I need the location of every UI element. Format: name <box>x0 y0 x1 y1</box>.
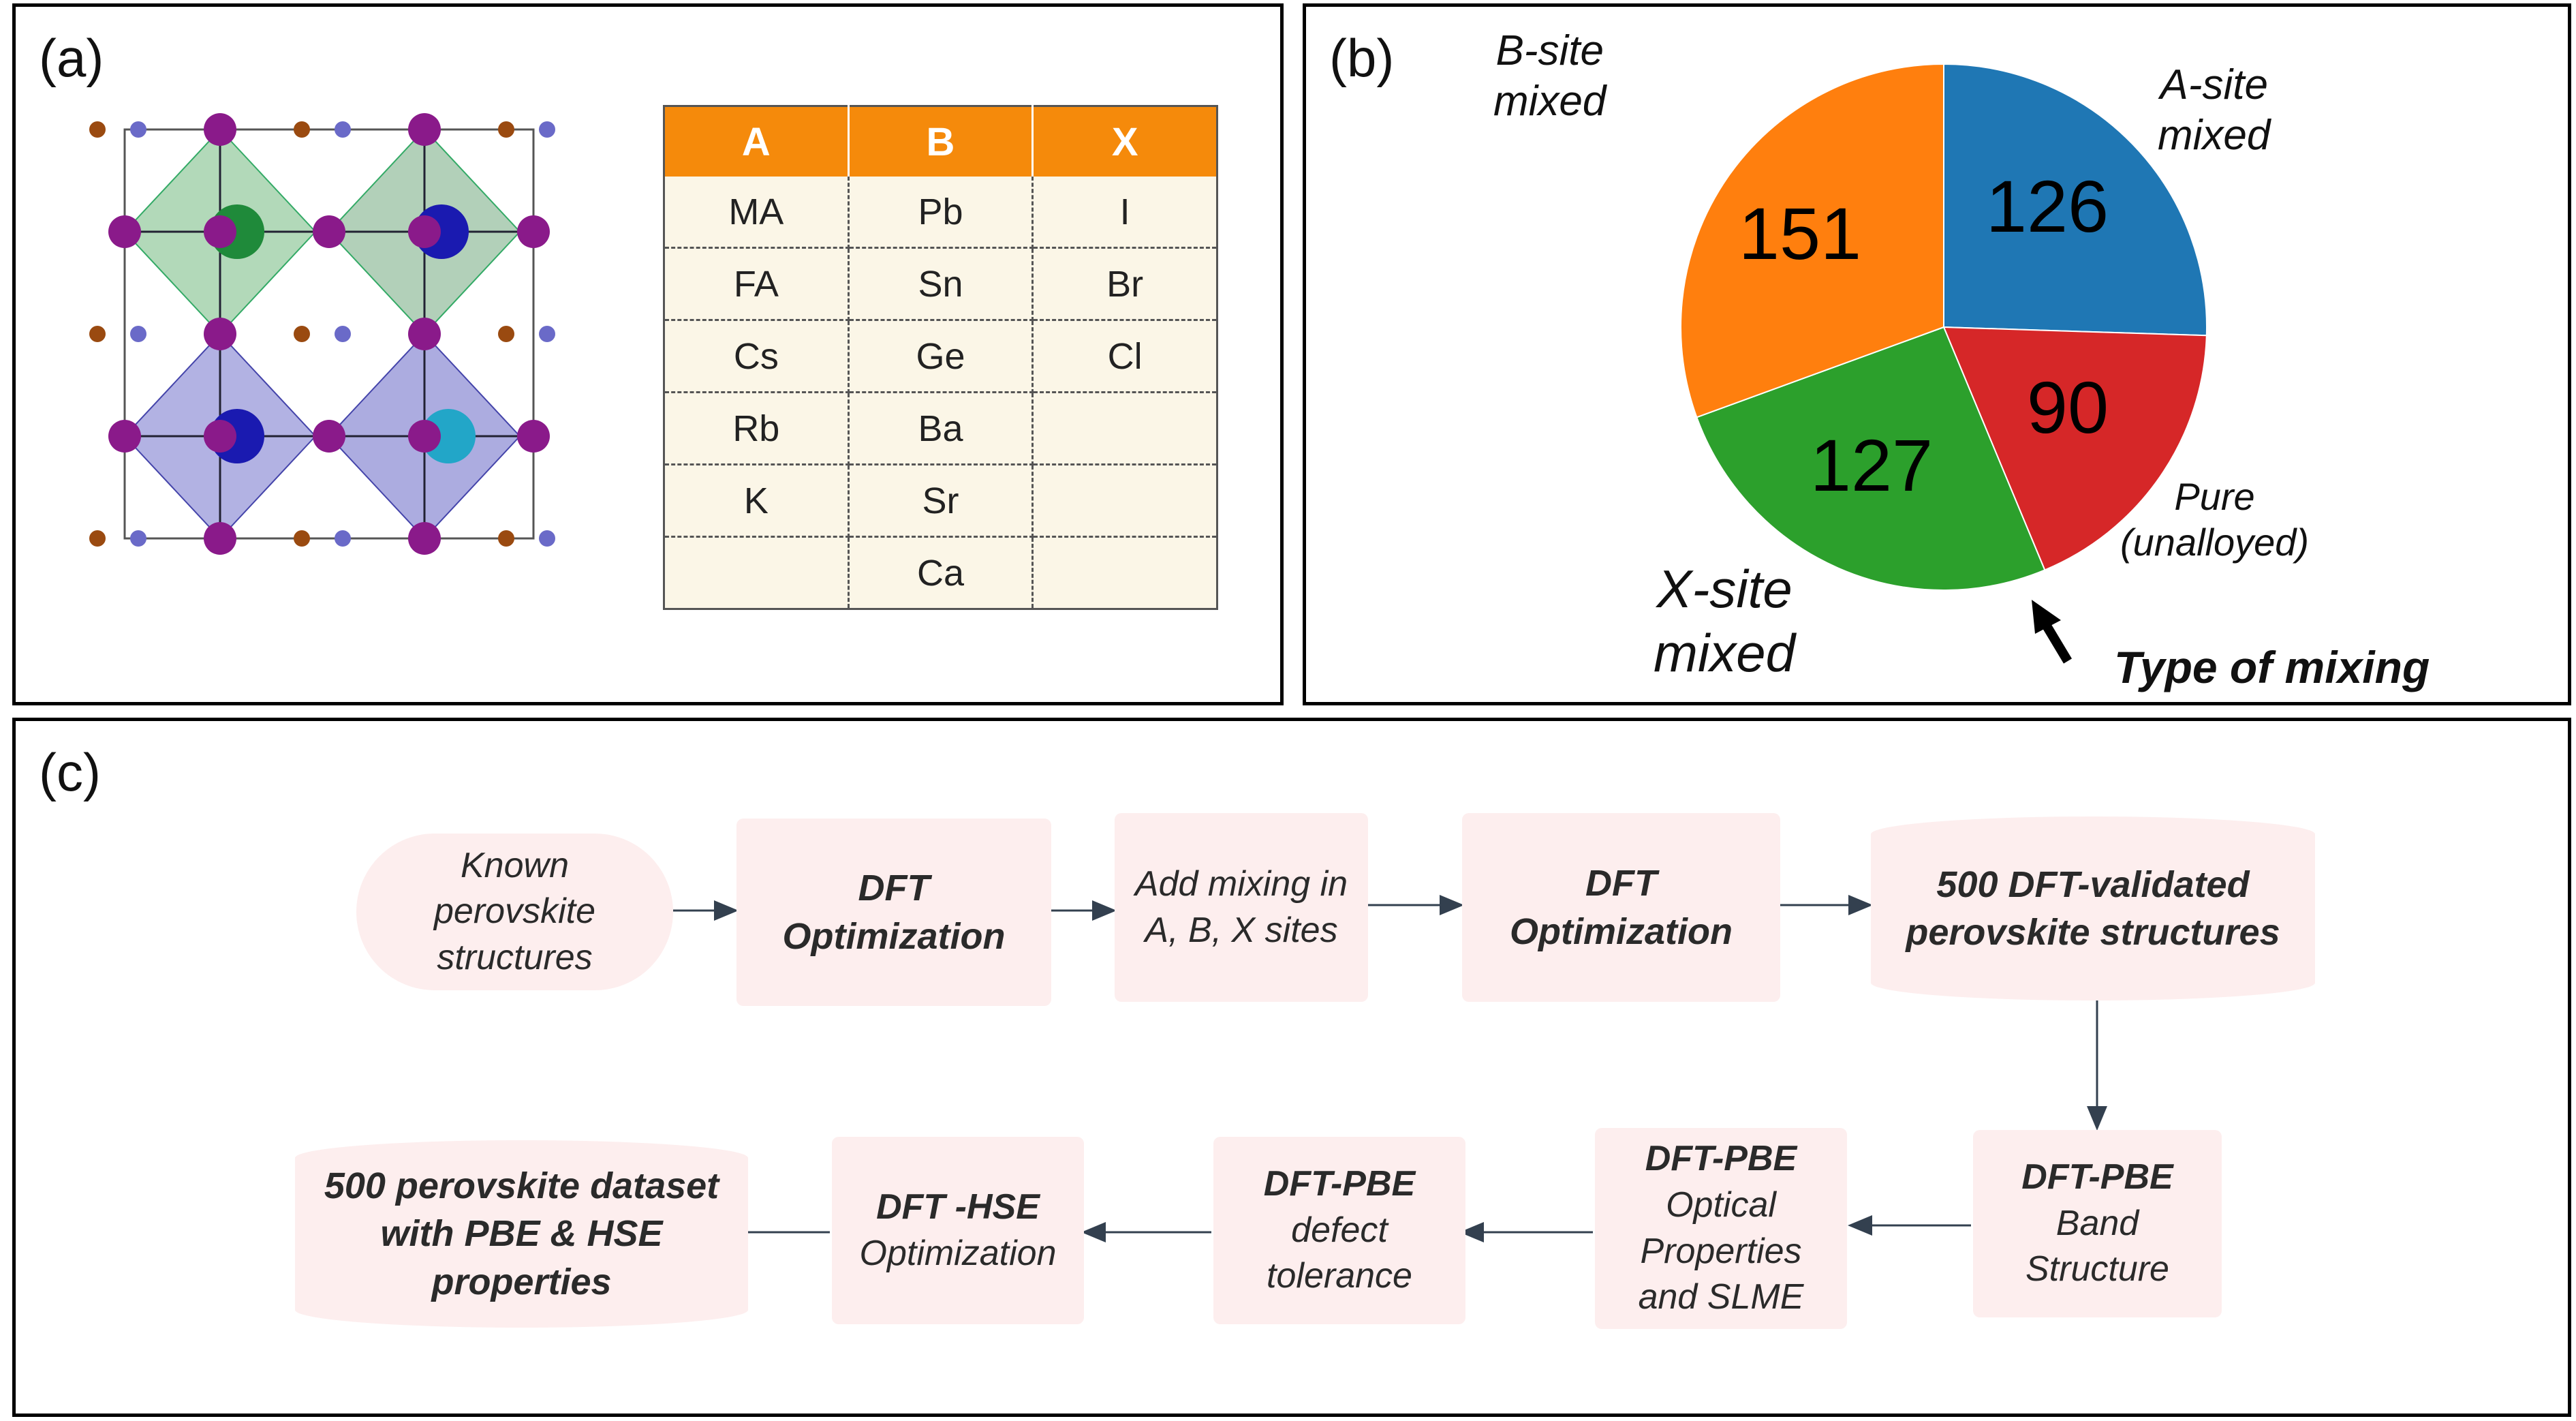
table-cell: K <box>664 464 850 538</box>
pie-slice-a-site-mixed <box>1943 63 2207 337</box>
table-cell: Ca <box>848 536 1034 609</box>
table-row: K Sr <box>664 464 1217 538</box>
table-cell <box>1032 392 1217 465</box>
table-row: Cs Ge Cl <box>664 320 1217 393</box>
header-b: B <box>848 106 1034 177</box>
header-x: X <box>1032 106 1217 177</box>
pie-value-x: 127 <box>1810 424 1933 506</box>
pie-value-pure: 90 <box>2027 366 2109 448</box>
table-row: Ca <box>664 536 1217 609</box>
table-row: MA Pb I <box>664 177 1217 249</box>
chart-caption: Type of mixing <box>2114 642 2430 692</box>
panel-b-label: (b) <box>1329 28 1395 88</box>
panel-a: (a) <box>12 3 1284 705</box>
table-cell: MA <box>664 177 850 249</box>
table-cell: Cs <box>664 320 850 393</box>
crystal-structure-illustration <box>89 113 555 555</box>
pie-value-a: 126 <box>1986 165 2109 247</box>
pie-slice-pure-unalloyed- <box>1942 326 2207 571</box>
arrow-icon <box>2032 600 2073 664</box>
panel-a-label: (a) <box>39 28 104 88</box>
table-cell: Br <box>1032 247 1217 321</box>
panel-c-label: (c) <box>39 742 101 802</box>
table-cell: Pb <box>848 177 1034 249</box>
table-cell: Sr <box>848 464 1034 538</box>
composition-table: A B X MA Pb I FA Sn Br Cs Ge Cl Rb <box>663 105 1218 610</box>
pie-slice-x-site-mixed <box>1696 326 2046 591</box>
table-cell: Ge <box>848 320 1034 393</box>
table-cell: Ba <box>848 392 1034 465</box>
table-row: FA Sn Br <box>664 247 1217 321</box>
table-row: Rb Ba <box>664 392 1217 465</box>
mixing-pie-chart: 126 151 127 90 <box>1680 63 2207 664</box>
table-cell: FA <box>664 247 850 321</box>
pie-value-b: 151 <box>1739 192 1861 275</box>
table-cell: Rb <box>664 392 850 465</box>
label-pure: Pure(unalloyed) <box>2120 475 2310 564</box>
table-cell: I <box>1032 177 1217 249</box>
pie-slice-b-site-mixed <box>1680 63 1944 418</box>
table-cell: Cl <box>1032 320 1217 393</box>
header-a: A <box>664 106 850 177</box>
table-cell: Sn <box>848 247 1034 321</box>
table-cell <box>664 536 850 609</box>
table-cell <box>1032 464 1217 538</box>
table-cell <box>1032 536 1217 609</box>
